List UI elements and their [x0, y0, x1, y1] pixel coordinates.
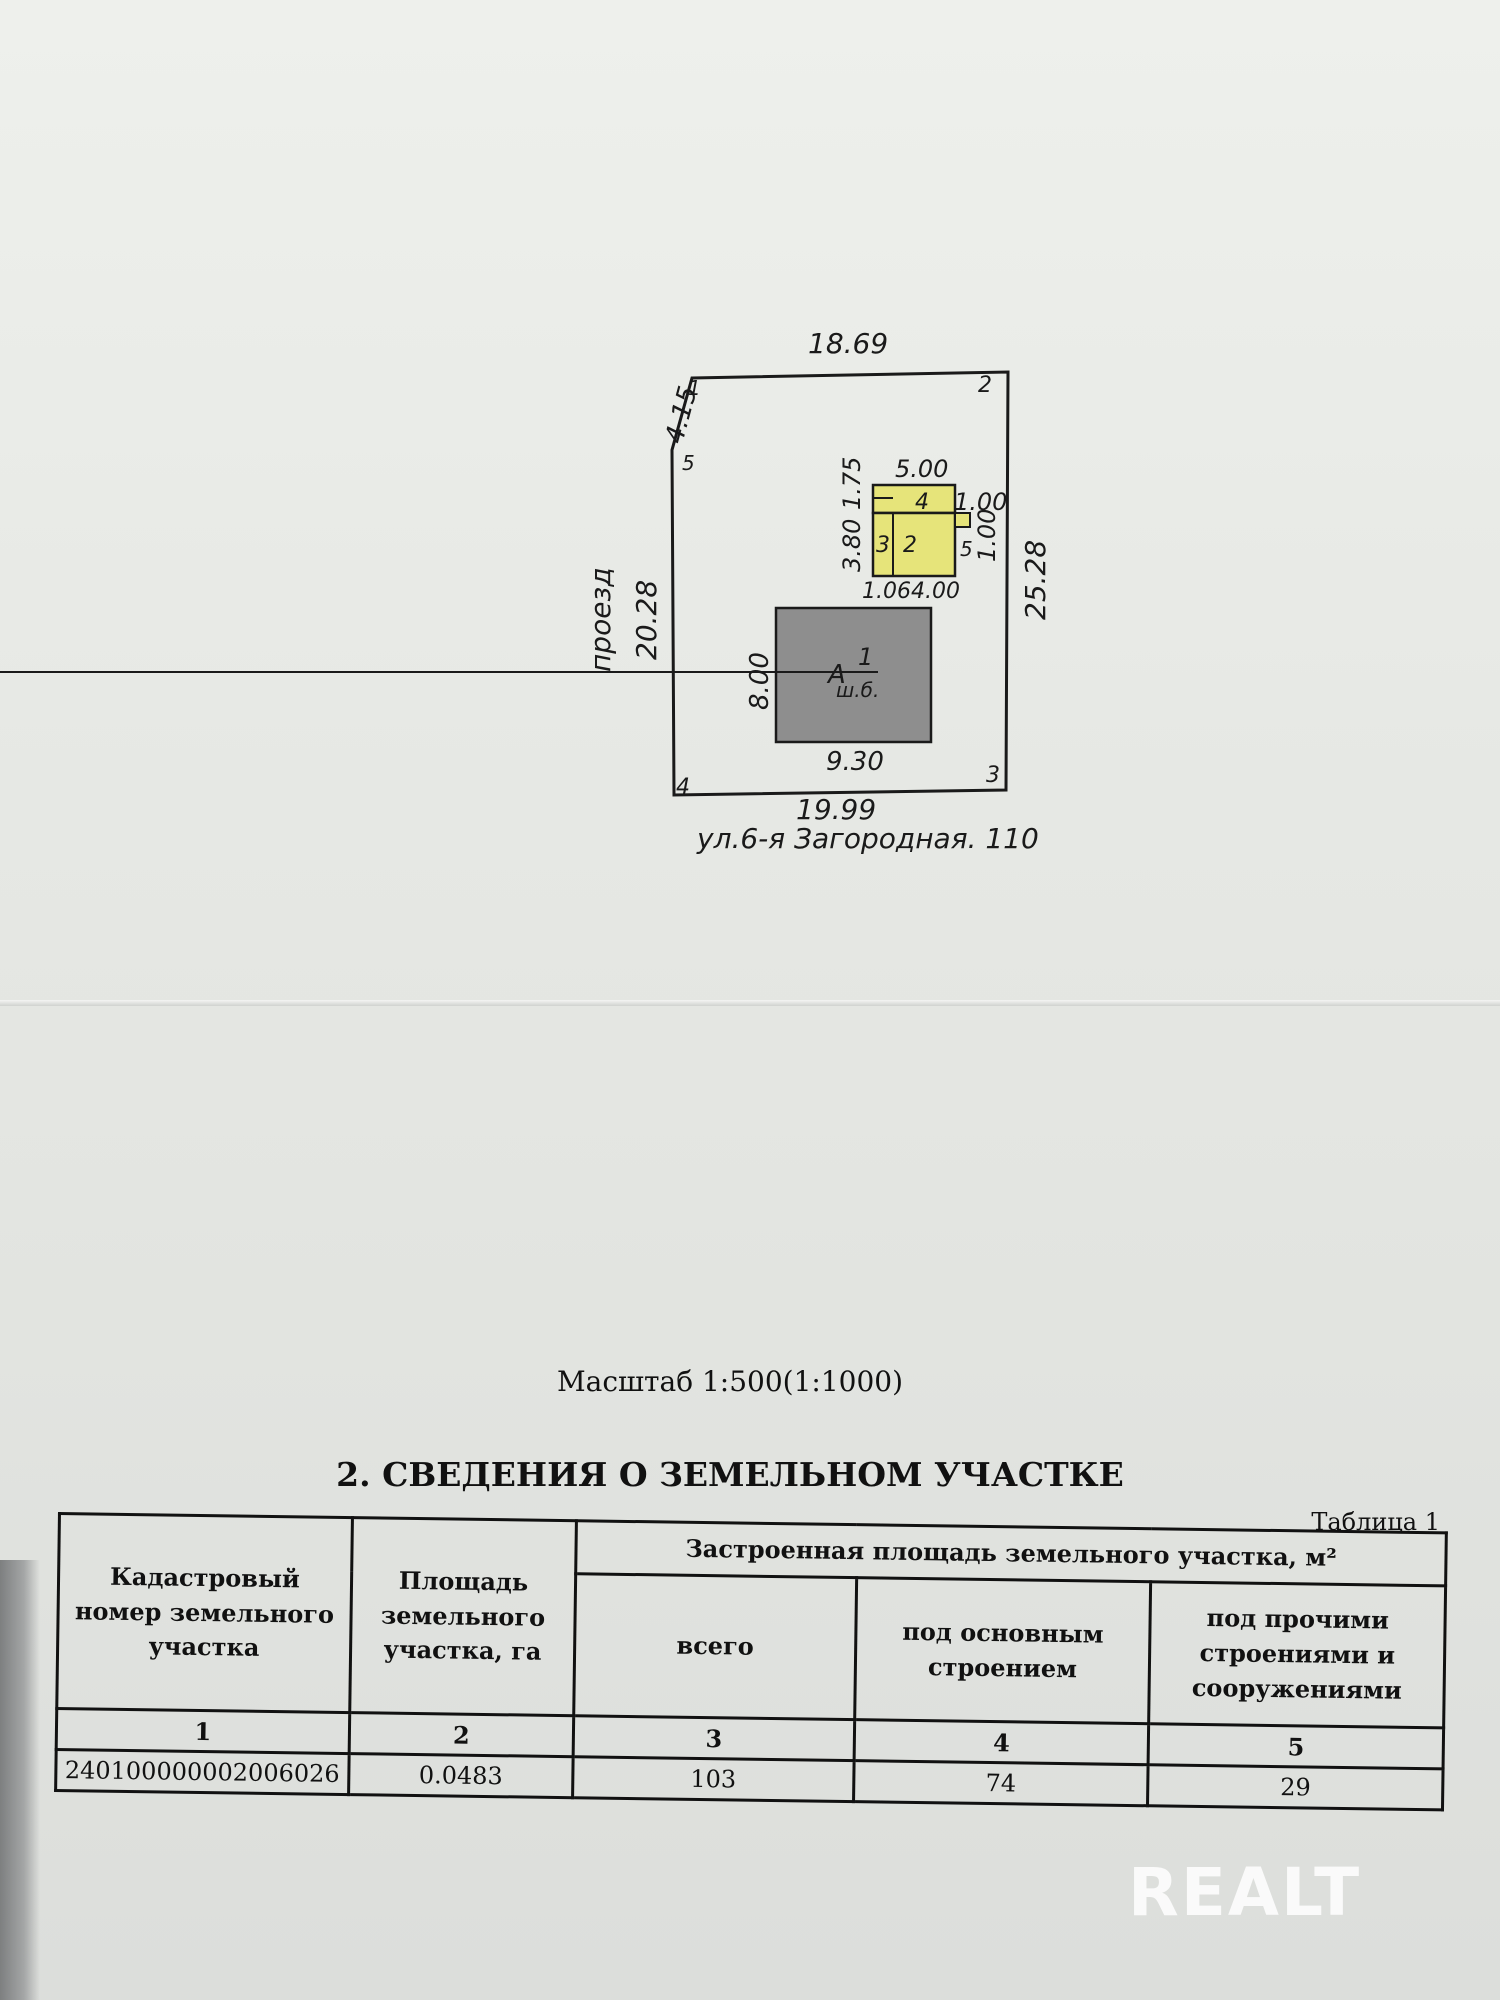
land-info-table-wrapper: Кадастровый номер земельного участка Пло… [54, 1512, 1448, 1811]
annex-part-4: 4 [915, 490, 929, 515]
col3-header: всего [573, 1573, 857, 1720]
edge-shadow [0, 1560, 40, 2000]
house-type: ш.б. [836, 678, 879, 702]
col-number-1: 1 [56, 1708, 350, 1754]
col4-header: под основным строением [854, 1577, 1151, 1724]
scale-text: Масштаб 1:500(1:1000) [556, 1365, 904, 1398]
svg-text:REALT: REALT [1128, 1855, 1361, 1923]
house-number: 1 [858, 643, 873, 671]
col5-header: под прочими строениями и сооружениями [1149, 1581, 1446, 1728]
built-other: 29 [1147, 1764, 1444, 1810]
plot-boundary [670, 370, 1010, 797]
annex-height-top-label: 1.75 [838, 457, 866, 510]
corner-2: 2 [978, 373, 992, 398]
col-number-3: 3 [573, 1715, 855, 1761]
house-letter: А [826, 660, 846, 690]
corner-3: 3 [986, 763, 1000, 788]
corner-1: 1 [688, 376, 701, 400]
area-ha: 0.0483 [348, 1753, 574, 1798]
corner-4: 4 [676, 775, 690, 800]
fold-line [0, 1000, 1500, 1006]
col-number-4: 4 [853, 1719, 1150, 1765]
top-length-label: 18.69 [808, 327, 888, 360]
right-length-label: 25.28 [1019, 540, 1052, 620]
left-length-label: 20.28 [630, 580, 663, 660]
section-title: 2. СВЕДЕНИЯ О ЗЕМЕЛЬНОМ УЧАСТКЕ [336, 1455, 1124, 1494]
annex-main-part [871, 511, 957, 578]
col2-header: Площадь земельного участка, га [349, 1517, 577, 1716]
annex-part-5: 5 [960, 537, 973, 561]
col-number-5: 5 [1148, 1723, 1444, 1769]
col1-header: Кадастровый номер земельного участка [56, 1513, 353, 1713]
address-label: ул.6-я Загородная. 110 [696, 822, 1039, 855]
bottom-length-label: 19.99 [796, 793, 876, 826]
land-info-table: Кадастровый номер земельного участка Пло… [54, 1512, 1448, 1811]
cadastral-number: 240100000002006026 [55, 1749, 349, 1795]
site-plan: А 1 ш.б. 4 3 2 5 5.00 1.00 1.75 3.80 1.0… [0, 327, 1052, 855]
annex-part-3: 3 [876, 533, 890, 558]
annex-right-small-label: 1.00 [954, 488, 1007, 516]
table-label: Таблица 1 [1311, 1508, 1440, 1536]
built-main: 74 [853, 1760, 1149, 1806]
annex-height-main-label: 3.80 [838, 519, 866, 572]
annex-width-label: 5.00 [895, 455, 948, 483]
annex-right-side-label: 1.00 [973, 509, 1001, 562]
side-label: проезд [584, 567, 617, 672]
house-building [774, 606, 933, 744]
built-total: 103 [572, 1756, 854, 1802]
house-width-label: 9.30 [826, 747, 884, 777]
house-height-label: 8.00 [745, 652, 775, 710]
annex-step-part [954, 512, 971, 528]
realt-watermark-logo: REALT [1128, 1855, 1361, 1923]
annex-part-2: 2 [903, 533, 917, 558]
corner-5: 5 [682, 451, 695, 475]
annex-bottom-left-label: 1.06 [862, 579, 911, 604]
col-number-2: 2 [348, 1712, 574, 1757]
annex-bottom-right-label: 4.00 [911, 579, 960, 604]
